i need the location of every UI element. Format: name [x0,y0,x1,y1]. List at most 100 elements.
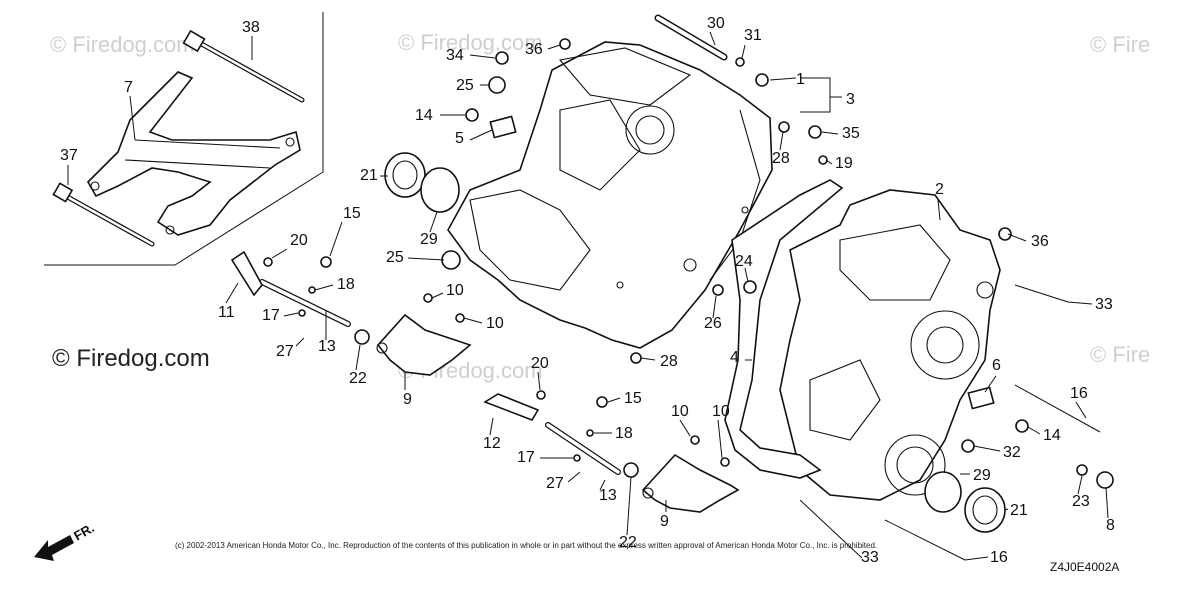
rod-30 [654,14,728,61]
callout-number: 13 [599,487,617,504]
callout-leader [1027,426,1041,435]
callout-number: 23 [1072,493,1090,510]
bolt-35 [808,125,822,139]
bracket-3 [800,77,831,113]
callout-number: 26 [704,315,722,332]
callout-number: 27 [546,475,564,492]
callout-leader [407,257,445,261]
callout-number: 20 [290,232,308,249]
callout-leader [679,419,691,437]
callout-leader [314,284,334,291]
watermark: © Fire [1090,32,1150,57]
callout-number: 22 [619,534,637,551]
bearing-21-right [964,487,1006,533]
ring-29-right [924,471,962,513]
callout-number: 18 [337,276,355,293]
callout-number: 10 [486,315,504,332]
callout-number: 28 [772,150,790,167]
callout-number: 13 [318,338,336,355]
arm-11 [230,250,263,297]
callout-number: 28 [660,353,678,370]
callout-number: 15 [624,390,642,407]
callout-leader [1007,233,1027,242]
callout-leader [779,131,784,151]
callout-leader [640,357,656,361]
bolt-37 [52,182,155,247]
ring-29-left [420,167,460,213]
watermark: © Fire [1090,342,1150,367]
bolt-15-left [320,256,332,268]
bracket-7 [87,71,301,236]
callout-number: 5 [455,130,464,147]
callout-number: 16 [1070,385,1088,402]
callout-leader [489,417,494,436]
callout-number: 9 [660,513,669,530]
shaft-13-right [545,422,621,475]
callout-leader [599,479,606,491]
callout-number: 18 [615,425,633,442]
bolt-34 [495,51,509,65]
callout-number: 24 [735,253,753,270]
pin-10-d [720,457,730,467]
bolt-36-top [559,38,571,50]
fork-9-left [376,313,472,376]
callout-leader [626,476,632,536]
callout-number: 36 [525,41,543,58]
callout-leader [547,44,561,50]
callout-leader [821,131,839,135]
callout-number: 6 [992,357,1001,374]
callout-leader [469,54,496,59]
clip-31 [735,57,745,67]
bolt-20-left [263,257,273,267]
arm-12 [483,393,540,421]
callout-number: 19 [835,155,853,172]
callout-number: 25 [456,77,474,94]
callout-number: 38 [242,19,260,36]
pin-10-b [455,313,465,323]
callout-leader [429,211,438,233]
callout-leader [973,445,1001,452]
watermark: © Firedog.com [398,30,543,55]
callout-number: 29 [973,467,991,484]
fitting-1 [755,73,769,87]
bolt-14-top [465,108,479,122]
callout-leader [463,317,483,324]
callout-number: 11 [218,304,235,321]
callout-number: 33 [1095,296,1113,313]
callout-number: 4 [730,349,739,366]
callout-number: 2 [935,181,944,198]
callout-number: 36 [1031,233,1049,250]
washer-17-right [573,454,581,462]
callout-number: 31 [744,27,762,44]
callout-number: 10 [446,282,464,299]
callout-leader [825,159,833,165]
bolt-15-right [596,396,608,408]
washer-23 [1076,464,1088,476]
gasket-4 [724,179,844,479]
direction-label: FR. [71,520,97,543]
callout-leader [271,248,288,259]
bolt-32 [961,439,975,453]
dowel-28-lower [630,352,642,364]
callout-leader [129,95,136,141]
callout-number: 21 [360,167,378,184]
callout-number: 25 [386,249,404,266]
bolt-20-right [536,390,546,400]
callout-number: 33 [861,549,879,566]
callout-number: 16 [990,549,1008,566]
callout-leader [712,295,717,319]
callout-number: 8 [1106,517,1115,534]
callout-number: 10 [671,403,689,420]
pin-10-c [690,435,700,445]
callout-leader [1077,475,1083,495]
front-arrow: FR. [34,520,97,561]
crankcase-right [779,189,1001,501]
oring-18-left [308,286,316,294]
watermark: © Firedog.com [52,345,210,372]
bolt-36-right [998,227,1012,241]
callout-leader [431,292,444,299]
callout-number: 32 [1003,444,1021,461]
callout-number: 15 [343,205,361,222]
callout-leader [225,282,239,304]
